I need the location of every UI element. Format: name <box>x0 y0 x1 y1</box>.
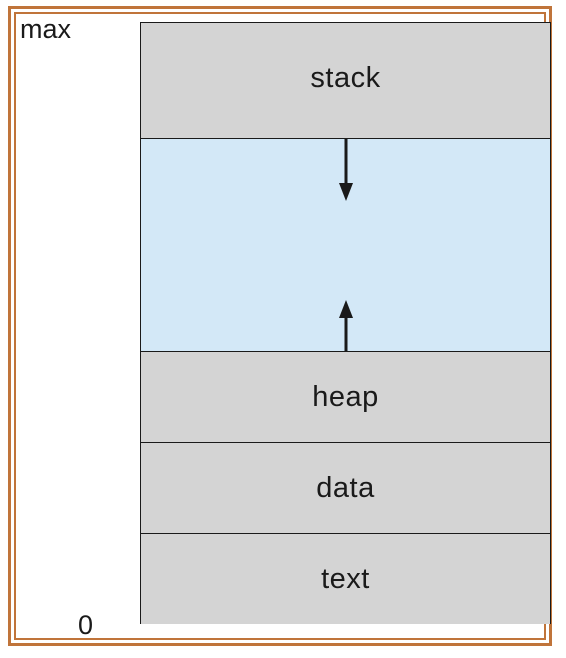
process-memory-layout: stack heap data text <box>140 22 551 624</box>
arrow-up-icon <box>339 300 353 352</box>
data-label: data <box>316 471 375 504</box>
address-zero-label: 0 <box>78 610 94 640</box>
data-segment: data <box>141 443 550 534</box>
heap-segment: heap <box>141 352 550 443</box>
stack-label: stack <box>310 62 381 94</box>
heap-label: heap <box>312 380 379 413</box>
text-label: text <box>321 562 370 595</box>
address-max-label: max <box>20 14 72 44</box>
arrow-down-icon <box>339 139 353 201</box>
stack-segment: stack <box>141 23 550 139</box>
free-space-segment <box>141 139 550 352</box>
text-segment: text <box>141 534 550 624</box>
